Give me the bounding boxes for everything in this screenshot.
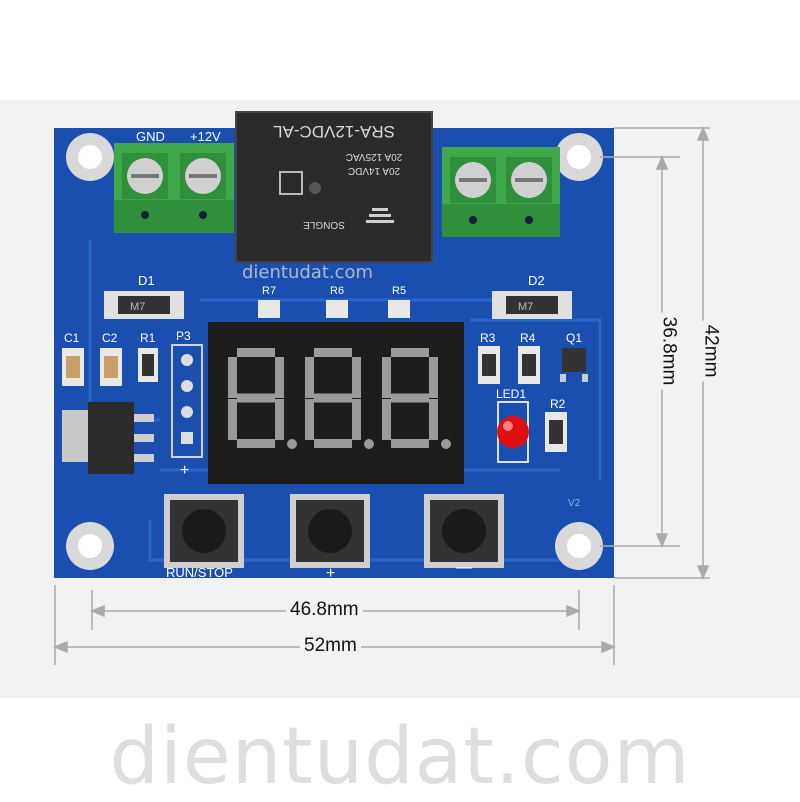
r3-label: R3: [480, 331, 496, 345]
capacitors: [62, 348, 158, 386]
terminal-block-right: [442, 147, 560, 237]
segment-2-2: [352, 357, 361, 398]
display-digits: [228, 348, 451, 449]
seven-segment-display: [208, 322, 464, 484]
led1-label: LED1: [496, 387, 526, 401]
v2-label: V2: [568, 498, 581, 509]
mounting-hole-tr: [555, 133, 603, 181]
led-red: [497, 401, 529, 463]
resistors-right: [478, 346, 567, 452]
r1-label: R1: [140, 331, 156, 345]
segment-2-3: [352, 399, 361, 440]
voltage-regulator: [62, 402, 154, 474]
segment-1-5: [228, 399, 237, 440]
segment-3-6: [382, 357, 391, 398]
c1-label: C1: [64, 331, 80, 345]
run-stop-label: RUN/STOP: [166, 565, 233, 580]
d2-label: D2: [528, 273, 545, 288]
v12-label: +12V: [190, 129, 221, 144]
p3-plus-label: +: [180, 462, 189, 479]
terminal-block-left: [114, 143, 234, 233]
mounting-hole-br: [555, 522, 603, 570]
segment-1-6: [228, 357, 237, 398]
button-plus-graphic: [290, 494, 370, 568]
segment-3-3: [429, 399, 438, 440]
segment-3-1: [391, 348, 429, 357]
r5-label: R5: [392, 285, 406, 297]
r6-label: R6: [330, 285, 344, 297]
relay-brand: SONGLE: [303, 219, 345, 230]
decimal-point-2: [364, 439, 374, 449]
button-minus-graphic: [424, 494, 504, 568]
mounting-hole-bl: [66, 522, 114, 570]
segment-1-4: [237, 439, 275, 448]
segment-1-2: [275, 357, 284, 398]
plus-button-label: +: [326, 565, 335, 582]
relay-rating-1: 20A 125VAC: [346, 151, 403, 162]
watermark-mid: dientudat.com: [242, 262, 374, 283]
relay-model-label: SRA-12VDC-AL: [273, 122, 395, 141]
segment-3-7: [391, 393, 429, 403]
segment-1-3: [275, 399, 284, 440]
segment-3-5: [382, 399, 391, 440]
gnd-label: GND: [136, 129, 165, 144]
diode-d2: [492, 291, 572, 319]
d1-mark: M7: [130, 301, 145, 313]
relay-rating-2: 20A 14VDC: [348, 165, 400, 176]
r7-label: R7: [262, 285, 276, 297]
minus-button-label: —: [456, 559, 472, 576]
segment-2-4: [314, 439, 352, 448]
p3-label: P3: [176, 329, 191, 343]
decimal-point-1: [287, 439, 297, 449]
dimension-outer-width: 52mm: [300, 635, 361, 657]
segment-3-4: [391, 439, 429, 448]
segment-2-1: [314, 348, 352, 357]
c2-label: C2: [102, 331, 118, 345]
r2-label: R2: [550, 397, 566, 411]
q1-label: Q1: [566, 331, 582, 345]
r4-label: R4: [520, 331, 536, 345]
mounting-hole-tl: [66, 133, 114, 181]
dimension-inner-width: 46.8mm: [286, 599, 363, 621]
resistor-pads-top: [258, 300, 410, 318]
dimension-outer-height: 42mm: [699, 320, 722, 382]
segment-2-7: [314, 393, 352, 403]
dimension-inner-height: 36.8mm: [657, 312, 680, 390]
d2-mark: M7: [518, 301, 533, 313]
relay: [235, 111, 433, 263]
d1-label: D1: [138, 273, 155, 288]
ul-mark-icon: [279, 171, 303, 195]
dimension-lines: [53, 126, 710, 665]
segment-1-7: [237, 393, 275, 403]
segment-1-1: [237, 348, 275, 357]
button-run-stop-graphic: [164, 494, 244, 568]
decimal-point-3: [441, 439, 451, 449]
segment-3-2: [429, 357, 438, 398]
header-p3: [171, 344, 203, 458]
segment-2-6: [305, 357, 314, 398]
transistor-q1: [560, 348, 588, 382]
watermark-bottom: dientudat.com: [109, 712, 691, 802]
diode-d1: [104, 291, 184, 319]
segment-2-5: [305, 399, 314, 440]
